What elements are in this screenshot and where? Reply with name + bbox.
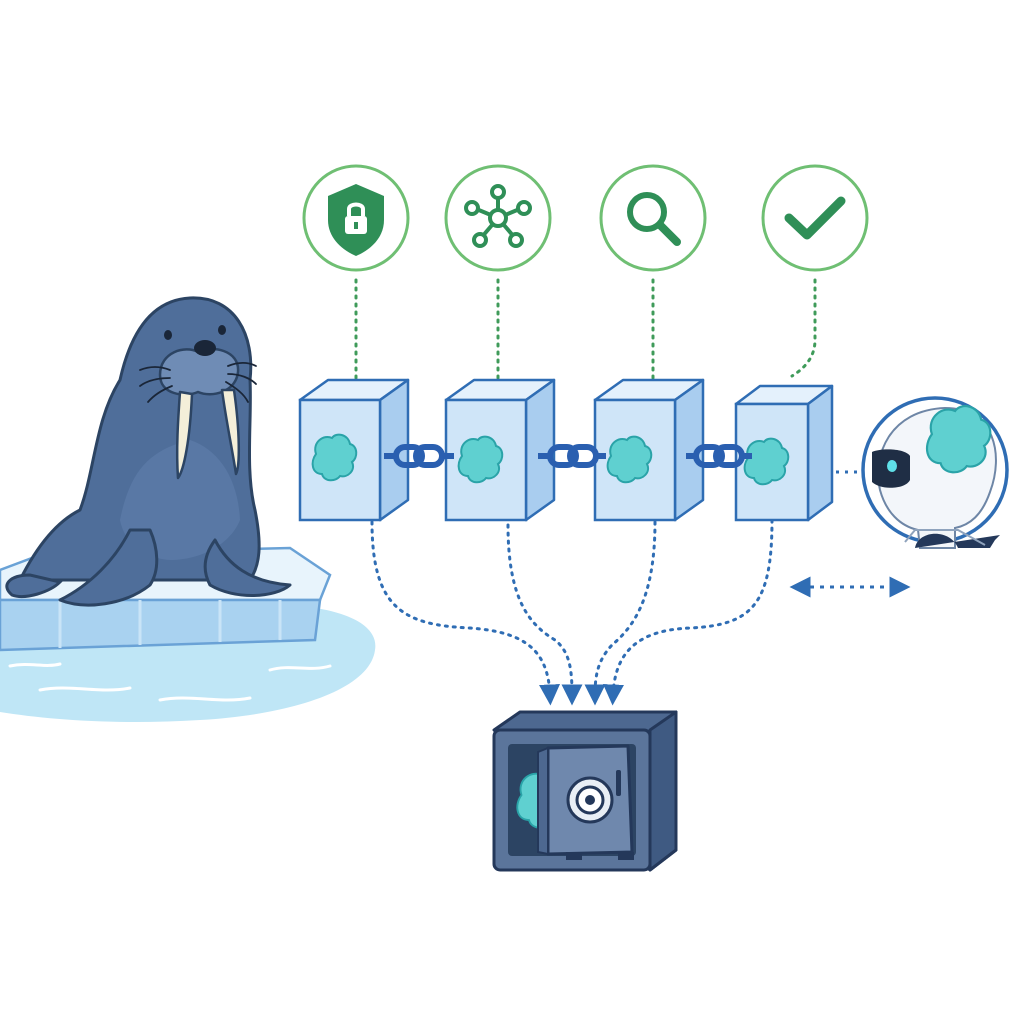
robot-head-icon xyxy=(872,405,1000,549)
shield-lock-badge xyxy=(302,164,410,272)
vault-flows xyxy=(370,518,774,706)
chain-link-icon xyxy=(538,444,606,468)
brain-icon xyxy=(457,435,504,484)
shield-lock-icon xyxy=(328,184,384,256)
flow-line xyxy=(602,518,774,706)
connector-line xyxy=(790,278,817,378)
flow-line xyxy=(506,523,583,706)
data-block xyxy=(444,378,556,522)
data-block xyxy=(734,384,834,522)
data-block xyxy=(298,378,410,522)
verify-badge xyxy=(761,164,869,272)
walrus-icon xyxy=(5,296,292,607)
chain-link-icon xyxy=(686,444,752,468)
magnifier-icon xyxy=(627,192,681,246)
chain-link-icon xyxy=(384,444,454,468)
network-nodes-icon xyxy=(464,184,532,248)
whiskers xyxy=(139,362,257,403)
robot-brain-icon xyxy=(925,405,992,474)
water-ripples xyxy=(8,662,332,702)
data-block xyxy=(593,378,705,522)
brain-icon xyxy=(311,433,358,482)
search-badge xyxy=(599,164,707,272)
badge-row xyxy=(302,164,869,272)
network-badge xyxy=(444,164,552,272)
brain-icon xyxy=(743,437,790,486)
chain-links xyxy=(384,444,752,468)
tusk xyxy=(175,390,194,480)
tusk xyxy=(220,388,241,476)
flow-line xyxy=(370,520,561,706)
brain-icon xyxy=(606,435,653,484)
walrus-scene xyxy=(0,296,376,723)
flow-line xyxy=(584,520,657,706)
checkmark-icon xyxy=(784,196,846,240)
vault-safe-icon xyxy=(492,710,678,872)
vault-dial-icon xyxy=(566,776,614,824)
robot-agent xyxy=(836,396,1009,549)
badge-connectors xyxy=(354,278,817,380)
block-chain xyxy=(298,378,834,522)
